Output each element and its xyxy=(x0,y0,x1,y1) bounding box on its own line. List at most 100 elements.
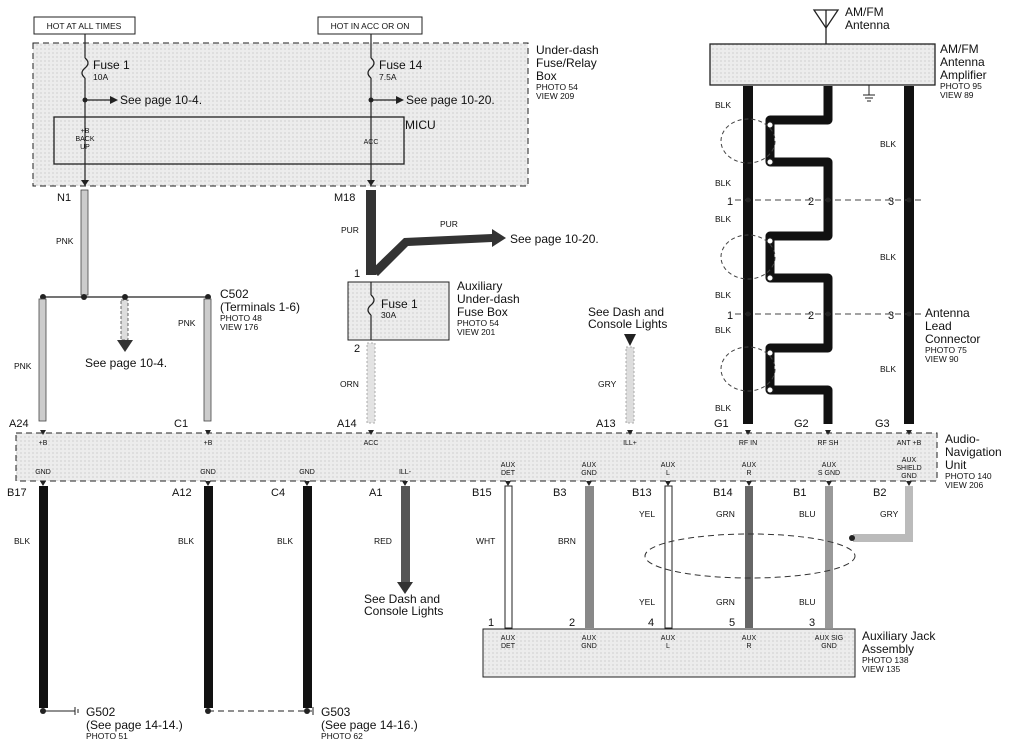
pin-name-b2: AUX xyxy=(902,457,917,464)
svg-text:Connector: Connector xyxy=(925,332,980,346)
pin-name-b15: AUX xyxy=(501,462,516,469)
svg-text:VIEW 90: VIEW 90 xyxy=(925,354,959,364)
arrow-right-icon xyxy=(492,229,506,247)
svg-text:VIEW 135: VIEW 135 xyxy=(862,664,901,674)
pin-id-b1: B1 xyxy=(793,487,806,499)
pin-id-b17: B17 xyxy=(7,487,27,499)
pin-id-b3: B3 xyxy=(553,487,566,499)
svg-text:WHT: WHT xyxy=(476,536,495,546)
pin-name-a14: ACC xyxy=(364,440,379,447)
fuse1-see-page: See page 10-4. xyxy=(120,93,202,107)
jack-pin-name: L xyxy=(666,643,670,650)
jack-pin-name: AUX xyxy=(661,635,676,642)
svg-text:30A: 30A xyxy=(381,310,396,320)
pin-name-b3: AUX xyxy=(582,462,597,469)
pin-id-b2: B2 xyxy=(873,487,886,499)
pin-name-b1: AUX xyxy=(822,462,837,469)
antenna-cable: 1 2 3 1 2 3 BLK BLK BLK BLK BLK BLK BLK … xyxy=(715,86,925,424)
svg-text:3: 3 xyxy=(888,310,894,322)
svg-text:(Terminals 1-6): (Terminals 1-6) xyxy=(220,300,300,314)
pin-name-b13: L xyxy=(666,470,670,477)
svg-text:VIEW 206: VIEW 206 xyxy=(945,480,984,490)
pin-name-b1: S GND xyxy=(818,470,840,477)
jack-pin-number: 4 xyxy=(648,617,654,629)
svg-text:Lead: Lead xyxy=(925,319,952,333)
svg-text:Amplifier: Amplifier xyxy=(940,68,987,82)
svg-text:PHOTO 138: PHOTO 138 xyxy=(862,655,909,665)
pin-marker xyxy=(745,430,751,435)
nav-bottom-pins: B17GNDA12GNDC4GNDA1ILL-B15AUXDETB3AUXGND… xyxy=(7,457,922,499)
svg-text:BLK: BLK xyxy=(715,325,731,335)
pin-id-a12: A12 xyxy=(172,487,192,499)
svg-text:Audio-: Audio- xyxy=(945,432,980,446)
connector-n1: N1 xyxy=(57,192,71,204)
pin-marker xyxy=(505,481,511,486)
svg-text:PNK: PNK xyxy=(178,318,196,328)
svg-text:VIEW 201: VIEW 201 xyxy=(457,327,496,337)
svg-text:Assembly: Assembly xyxy=(862,642,914,656)
svg-text:2: 2 xyxy=(808,196,814,208)
svg-text:3: 3 xyxy=(888,196,894,208)
arrow-down-icon xyxy=(624,334,636,346)
pin-id-a24: A24 xyxy=(9,418,29,430)
arrow-right-icon xyxy=(396,96,404,104)
pin-marker xyxy=(665,481,671,486)
svg-text:Unit: Unit xyxy=(945,458,967,472)
svg-text:PNK: PNK xyxy=(14,361,32,371)
fuse-icon xyxy=(367,294,375,316)
svg-text:BLK: BLK xyxy=(715,403,731,413)
svg-text:PHOTO 48: PHOTO 48 xyxy=(220,313,262,323)
hot-acc-on-label: HOT IN ACC OR ON xyxy=(331,21,410,31)
pin-name-c4: GND xyxy=(299,469,315,476)
aux-jack-assembly: Auxiliary Jack Assembly PHOTO 138 VIEW 1… xyxy=(482,628,936,678)
pin-marker xyxy=(368,430,374,435)
hot-all-times-box: HOT AT ALL TIMES xyxy=(33,16,136,35)
svg-text:VIEW 176: VIEW 176 xyxy=(220,322,259,332)
svg-text:PHOTO 51: PHOTO 51 xyxy=(86,731,128,741)
pin-name-g1: RF IN xyxy=(739,440,757,447)
svg-text:G502: G502 xyxy=(86,705,116,719)
wire-blk-b17: BLK xyxy=(14,486,48,708)
wire-pur: PUR PUR See page 10-20. xyxy=(341,190,599,276)
arrow-down-icon xyxy=(397,582,413,594)
pin-name-b13: AUX xyxy=(661,462,676,469)
wire-red-a1: RED See Dash and Console Lights xyxy=(364,486,443,618)
jack-pin-name: AUX xyxy=(742,635,757,642)
svg-text:GRY: GRY xyxy=(880,509,899,519)
svg-text:AM/FM: AM/FM xyxy=(940,42,979,56)
svg-text:YEL: YEL xyxy=(639,597,655,607)
svg-text:Console Lights: Console Lights xyxy=(364,604,443,618)
jack-pin-name: AUX xyxy=(582,635,597,642)
pin-name-b2: GND xyxy=(901,473,917,480)
pin-name-a13: ILL+ xyxy=(623,440,637,447)
svg-text:PUR: PUR xyxy=(341,225,359,235)
jack-pin-name: R xyxy=(746,643,751,650)
wire-wht-b15: WHT xyxy=(476,485,513,629)
svg-text:Navigation: Navigation xyxy=(945,445,1002,459)
wire-blu-b1: BLU BLU xyxy=(799,486,833,628)
pin-name-b17: GND xyxy=(35,469,51,476)
hot-all-times-label: HOT AT ALL TIMES xyxy=(47,21,122,31)
svg-text:1: 1 xyxy=(727,310,733,322)
antenna: AM/FM Antenna xyxy=(812,5,890,44)
pin-id-b13: B13 xyxy=(632,487,652,499)
svg-text:2: 2 xyxy=(354,343,360,355)
pin-id-g3: G3 xyxy=(875,418,890,430)
jack-pin-number: 5 xyxy=(729,617,735,629)
svg-text:Fuse 1: Fuse 1 xyxy=(93,58,130,72)
pin-marker xyxy=(40,430,46,435)
c502-label: C502 (Terminals 1-6) PHOTO 48 VIEW 176 xyxy=(220,287,300,332)
svg-text:Fuse 14: Fuse 14 xyxy=(379,58,423,72)
svg-text:BLK: BLK xyxy=(880,364,896,374)
pin-marker xyxy=(205,481,211,486)
svg-text:Under-dash: Under-dash xyxy=(457,292,520,306)
pin-marker xyxy=(906,430,912,435)
svg-text:GRY: GRY xyxy=(598,379,617,389)
svg-text:Antenna: Antenna xyxy=(845,18,890,32)
svg-text:BLK: BLK xyxy=(715,178,731,188)
wire-gry-ill: See Dash and Console Lights GRY xyxy=(588,305,667,424)
svg-text:BLK: BLK xyxy=(715,290,731,300)
fuse-1-icon xyxy=(81,57,89,79)
svg-text:BLK: BLK xyxy=(880,252,896,262)
svg-text:BLK: BLK xyxy=(14,536,30,546)
